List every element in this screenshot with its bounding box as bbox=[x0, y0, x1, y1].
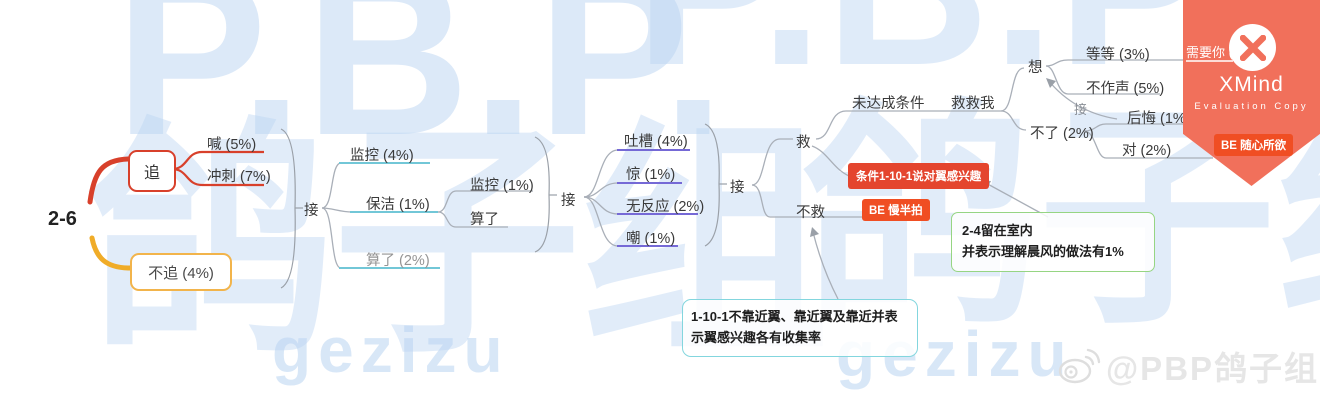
xmind-logo-icon bbox=[1229, 24, 1276, 71]
note-green[interactable]: 2-4留在室内 并表示理解晨风的做法有1% bbox=[951, 212, 1155, 272]
topic-jie3[interactable]: 接 bbox=[730, 180, 745, 196]
weibo-handle: @PBP鸽子组 bbox=[1106, 350, 1320, 387]
topic-surprise[interactable]: 惊 (1%) bbox=[626, 167, 676, 183]
topic-save-me[interactable]: 救救我 bbox=[951, 96, 995, 112]
callout-condition[interactable]: 条件1-10-1说对翼感兴趣 bbox=[848, 163, 990, 189]
topic-jie2[interactable]: 接 bbox=[561, 193, 576, 209]
topic-mock[interactable]: 嘲 (1%) bbox=[626, 231, 676, 247]
topic-right2[interactable]: 对 (2%) bbox=[1122, 143, 1172, 159]
topic-no-chase[interactable]: 不追 (4%) bbox=[130, 253, 232, 291]
topic-forget[interactable]: 算了 bbox=[470, 212, 499, 228]
topic-tucao[interactable]: 吐槽 (4%) bbox=[624, 134, 688, 150]
note-cyan-line2: 示翼感兴趣各有收集率 bbox=[691, 329, 822, 345]
topic-regret[interactable]: 后悔 (1%) bbox=[1127, 111, 1191, 127]
topic-sprint[interactable]: 冲刺 (7%) bbox=[207, 169, 271, 185]
topic-cleaner1[interactable]: 保洁 (1%) bbox=[366, 197, 430, 213]
topic-shout[interactable]: 喊 (5%) bbox=[207, 137, 257, 153]
topic-condition-unmet[interactable]: 未达成条件 bbox=[852, 96, 925, 112]
note-cyan[interactable]: 1-10-1不靠近翼、靠近翼及靠近并表 示翼感兴趣各有收集率 bbox=[682, 299, 918, 357]
topic-chase[interactable]: 追 bbox=[128, 150, 176, 192]
topic-silent[interactable]: 不作声 (5%) bbox=[1086, 81, 1165, 97]
topic-no-reaction[interactable]: 无反应 (2%) bbox=[626, 199, 705, 215]
topic-no-save[interactable]: 不救 bbox=[796, 205, 825, 221]
topic-save[interactable]: 救 bbox=[796, 135, 811, 151]
topic-forget2[interactable]: 算了 (2%) bbox=[366, 253, 430, 269]
topic-think[interactable]: 想 bbox=[1028, 60, 1043, 76]
topic-monitor1[interactable]: 监控 (1%) bbox=[470, 178, 534, 194]
badge-be-free[interactable]: BE 随心所欲 bbox=[1214, 134, 1294, 156]
xmind-brand: XMind bbox=[1219, 73, 1284, 96]
badge-be-slow[interactable]: BE 慢半拍 bbox=[862, 199, 930, 221]
topic-no2[interactable]: 不了 (2%) bbox=[1030, 126, 1094, 142]
topic-jie1[interactable]: 接 bbox=[304, 203, 319, 219]
jie-arrow-label: 接 bbox=[1074, 102, 1088, 117]
xmind-subtitle: Evaluation Copy bbox=[1194, 101, 1309, 112]
topic-monitor4[interactable]: 监控 (4%) bbox=[350, 148, 414, 164]
weibo-icon bbox=[1058, 348, 1101, 384]
topic-wait[interactable]: 等等 (3%) bbox=[1086, 47, 1150, 63]
topic-root[interactable]: 2-6 bbox=[48, 208, 77, 230]
note-green-line2: 并表示理解晨风的做法有1% bbox=[962, 243, 1124, 259]
note-cyan-line1: 1-10-1不靠近翼、靠近翼及靠近并表 bbox=[691, 309, 898, 324]
weibo-watermark: @PBP鸽子组 bbox=[1056, 342, 1319, 390]
note-green-line1: 2-4留在室内 bbox=[962, 223, 1033, 238]
